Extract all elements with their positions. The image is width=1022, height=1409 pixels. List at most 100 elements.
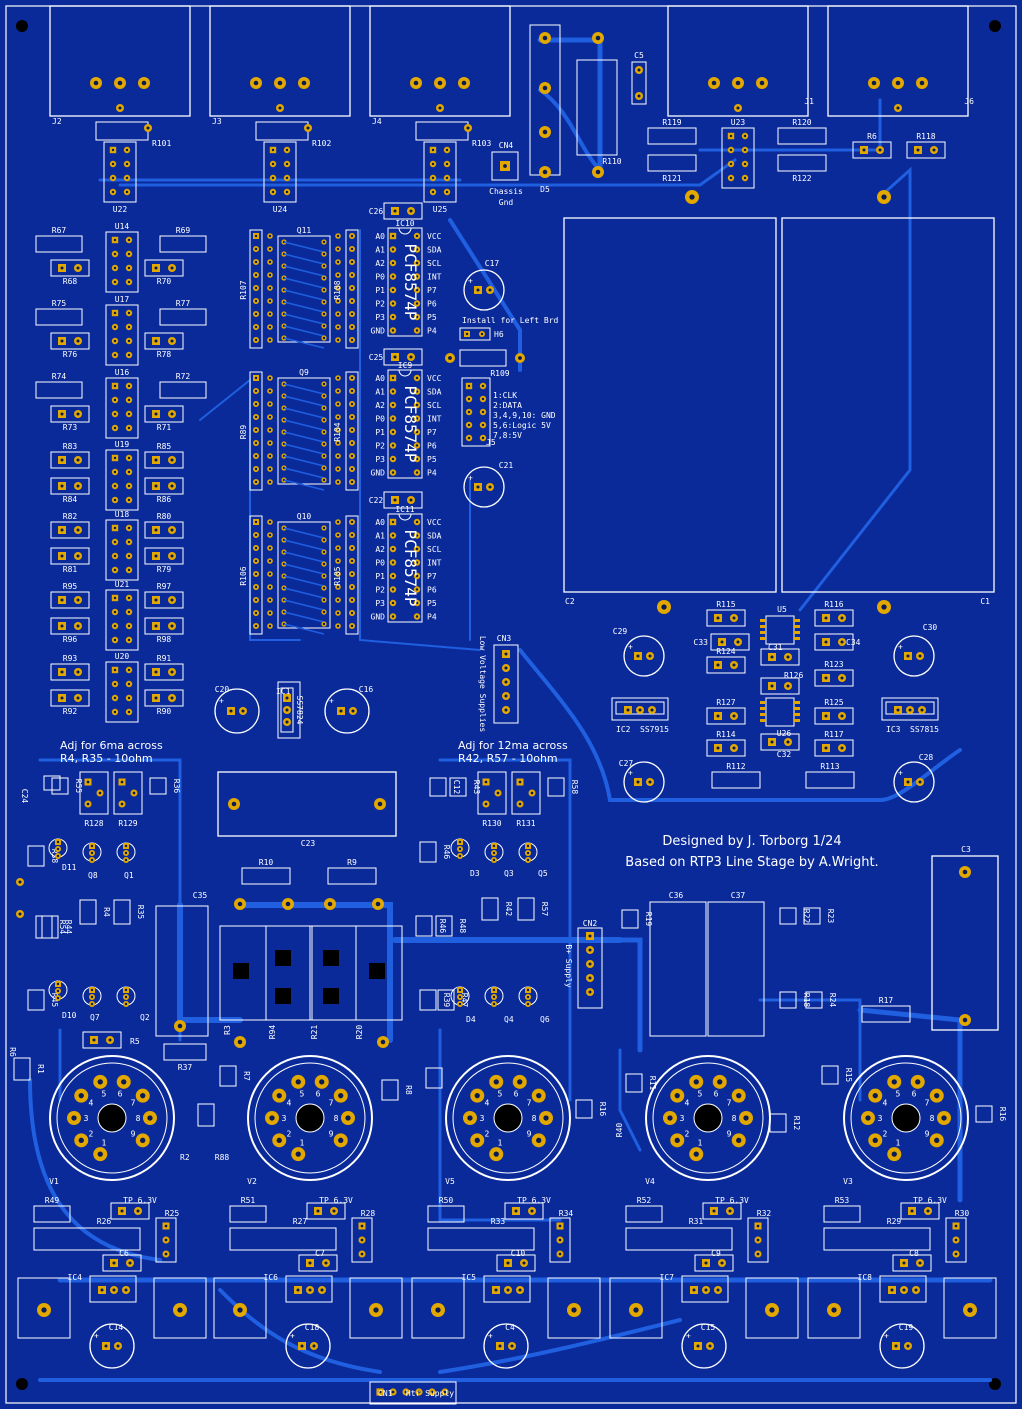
tube-pin-number: 7 <box>131 1099 136 1108</box>
resistor <box>50 477 90 495</box>
resistor-label: R121 <box>662 174 681 183</box>
drill-hole <box>111 148 115 152</box>
resistor <box>50 521 90 539</box>
capacitor-outline <box>483 1323 529 1369</box>
tube-pin-number: 1 <box>300 1139 305 1148</box>
drill-hole <box>732 714 736 718</box>
drill-hole <box>127 526 131 530</box>
drill-hole <box>254 338 258 342</box>
trimmer-label: R30 <box>955 1209 970 1218</box>
resistor-body <box>229 1205 267 1223</box>
resistor-body <box>821 1065 839 1085</box>
tube-pin-number: 2 <box>287 1129 292 1138</box>
drill-hole <box>458 995 462 999</box>
drill-hole <box>514 1209 518 1213</box>
resistor <box>144 689 184 707</box>
capacitor-outline <box>879 1323 925 1369</box>
drill-hole <box>254 598 258 602</box>
drill-hole <box>350 546 354 550</box>
drill-hole <box>164 1252 168 1256</box>
relay-outline <box>105 589 139 651</box>
drill-hole <box>113 339 117 343</box>
connector-label: CN1 <box>378 1389 393 1398</box>
resistor-label: R44 <box>64 920 73 935</box>
smd-pad <box>794 713 800 716</box>
drill-hole <box>941 1115 947 1121</box>
drill-hole <box>518 802 522 806</box>
drill-hole <box>467 1115 473 1121</box>
drill-hole <box>120 780 124 784</box>
drill-hole <box>558 1252 562 1256</box>
ic-part-label: PCF8574P <box>401 529 420 606</box>
drill-hole <box>350 376 354 380</box>
resistor-label: R117 <box>824 730 843 739</box>
trimmer-outline <box>113 771 143 815</box>
resistor-label: R79 <box>157 565 172 574</box>
tube-socket-outline <box>247 1055 373 1181</box>
pin1-notch <box>398 513 412 521</box>
drill-hole <box>638 708 642 712</box>
pcf-pin-left: P1 <box>375 286 385 295</box>
resistor-label: R93 <box>63 654 78 663</box>
resistor <box>144 547 184 565</box>
drill-hole <box>237 1307 243 1313</box>
tube-socket-outline <box>843 1055 969 1181</box>
mount-hole <box>233 963 249 979</box>
ic-ref-label: Q9 <box>299 368 309 377</box>
resistor <box>144 617 184 635</box>
drill-hole <box>127 426 131 430</box>
resistor-label: R110 <box>602 157 621 166</box>
drill-hole <box>415 444 419 447</box>
drill-hole <box>488 485 492 489</box>
drill-hole <box>127 384 131 388</box>
drill-hole <box>308 1261 312 1265</box>
relay-outline <box>105 304 139 366</box>
drill-hole <box>268 234 272 238</box>
resistor <box>50 405 90 423</box>
tube-pin-number: 5 <box>102 1089 107 1098</box>
drill-hole <box>350 611 354 615</box>
drill-hole <box>914 1288 918 1292</box>
drill-hole <box>127 412 131 416</box>
drill-hole <box>431 148 435 152</box>
drill-hole <box>254 273 258 277</box>
resistor-body <box>425 1067 443 1089</box>
drill-hole <box>268 260 272 264</box>
drill-hole <box>268 273 272 277</box>
resistor-label: R96 <box>63 635 78 644</box>
drill-hole <box>322 538 326 542</box>
drill-hole <box>322 252 326 256</box>
drill-hole <box>113 266 117 270</box>
resistor-label: R114 <box>716 730 735 739</box>
pcf-pin-left: A1 <box>375 246 385 255</box>
drill-hole <box>140 1137 146 1143</box>
drill-hole <box>918 780 922 784</box>
capacitor-label: C24 <box>20 789 29 804</box>
drill-hole <box>438 106 442 110</box>
drill-hole <box>377 801 383 807</box>
terminal-outline <box>213 1277 267 1339</box>
drill-hole <box>350 299 354 303</box>
tube-pin-number: 9 <box>727 1129 732 1138</box>
drill-hole <box>237 901 243 907</box>
drill-hole <box>743 148 747 152</box>
resistor-label: R85 <box>157 442 172 451</box>
drill-hole <box>278 106 282 110</box>
resistor-body <box>777 154 827 172</box>
drill-hole <box>908 708 912 712</box>
drill-hole <box>285 901 291 907</box>
drill-hole <box>415 615 419 618</box>
resistor-label: R22 <box>802 909 811 924</box>
resistor <box>144 591 184 609</box>
resistor-label: R46 <box>442 845 451 860</box>
tube-pin-number: 9 <box>329 1129 334 1138</box>
resistor <box>82 1031 122 1049</box>
drill-hole <box>76 554 80 558</box>
trace <box>283 395 325 407</box>
drill-hole <box>350 312 354 316</box>
drill-hole <box>322 466 326 470</box>
drill-hole <box>504 652 508 656</box>
drill-hole <box>350 415 354 419</box>
tube-pin-number: 7 <box>727 1099 732 1108</box>
smd-pad <box>794 637 800 640</box>
